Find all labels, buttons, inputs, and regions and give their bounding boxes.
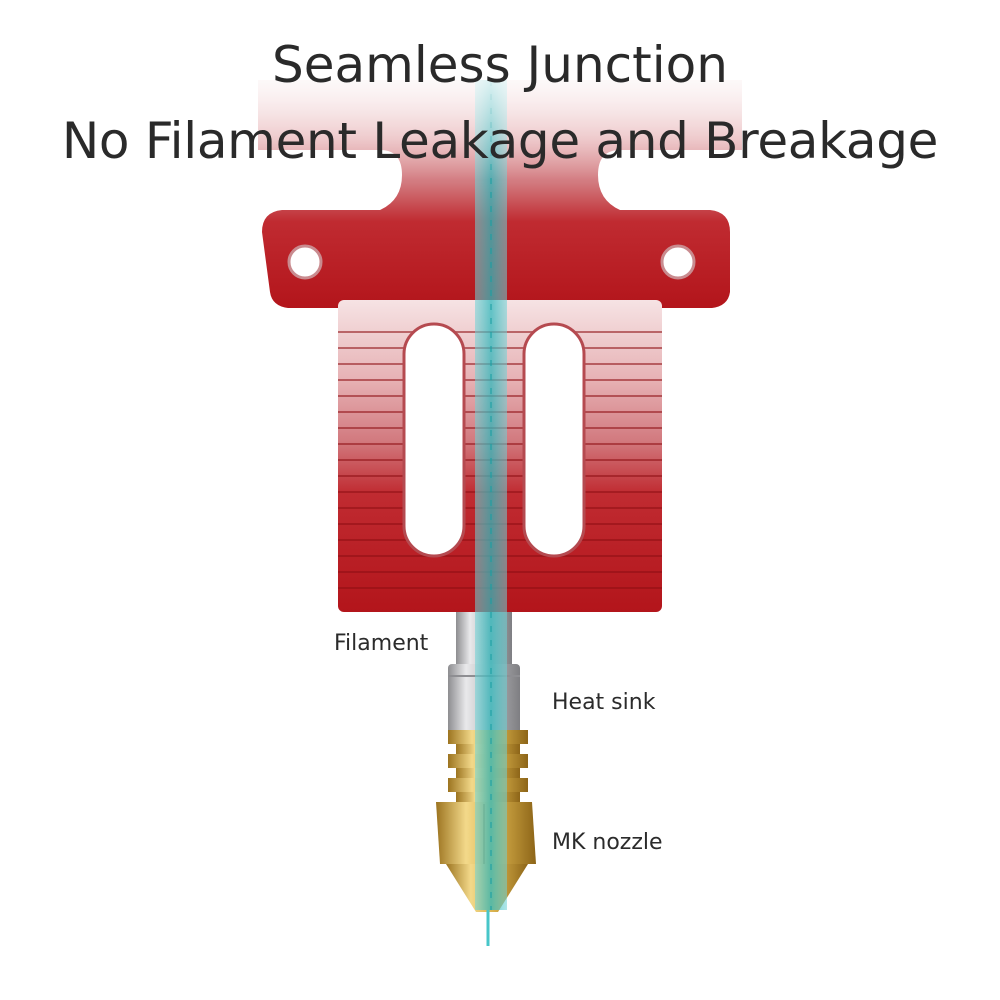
headline-line-1: Seamless Junction [272, 36, 728, 94]
headline-line-2: No Filament Leakage and Breakage [61, 112, 939, 170]
heatsink-slot-right [522, 322, 586, 558]
callout-mk-nozzle: MK nozzle [552, 830, 663, 855]
heatsink-slot-left [402, 322, 466, 558]
mount-hole-right [662, 246, 694, 278]
callout-heat-sink: Heat sink [552, 690, 656, 715]
callout-filament: Filament [334, 631, 429, 656]
mount-hole-left [289, 246, 321, 278]
